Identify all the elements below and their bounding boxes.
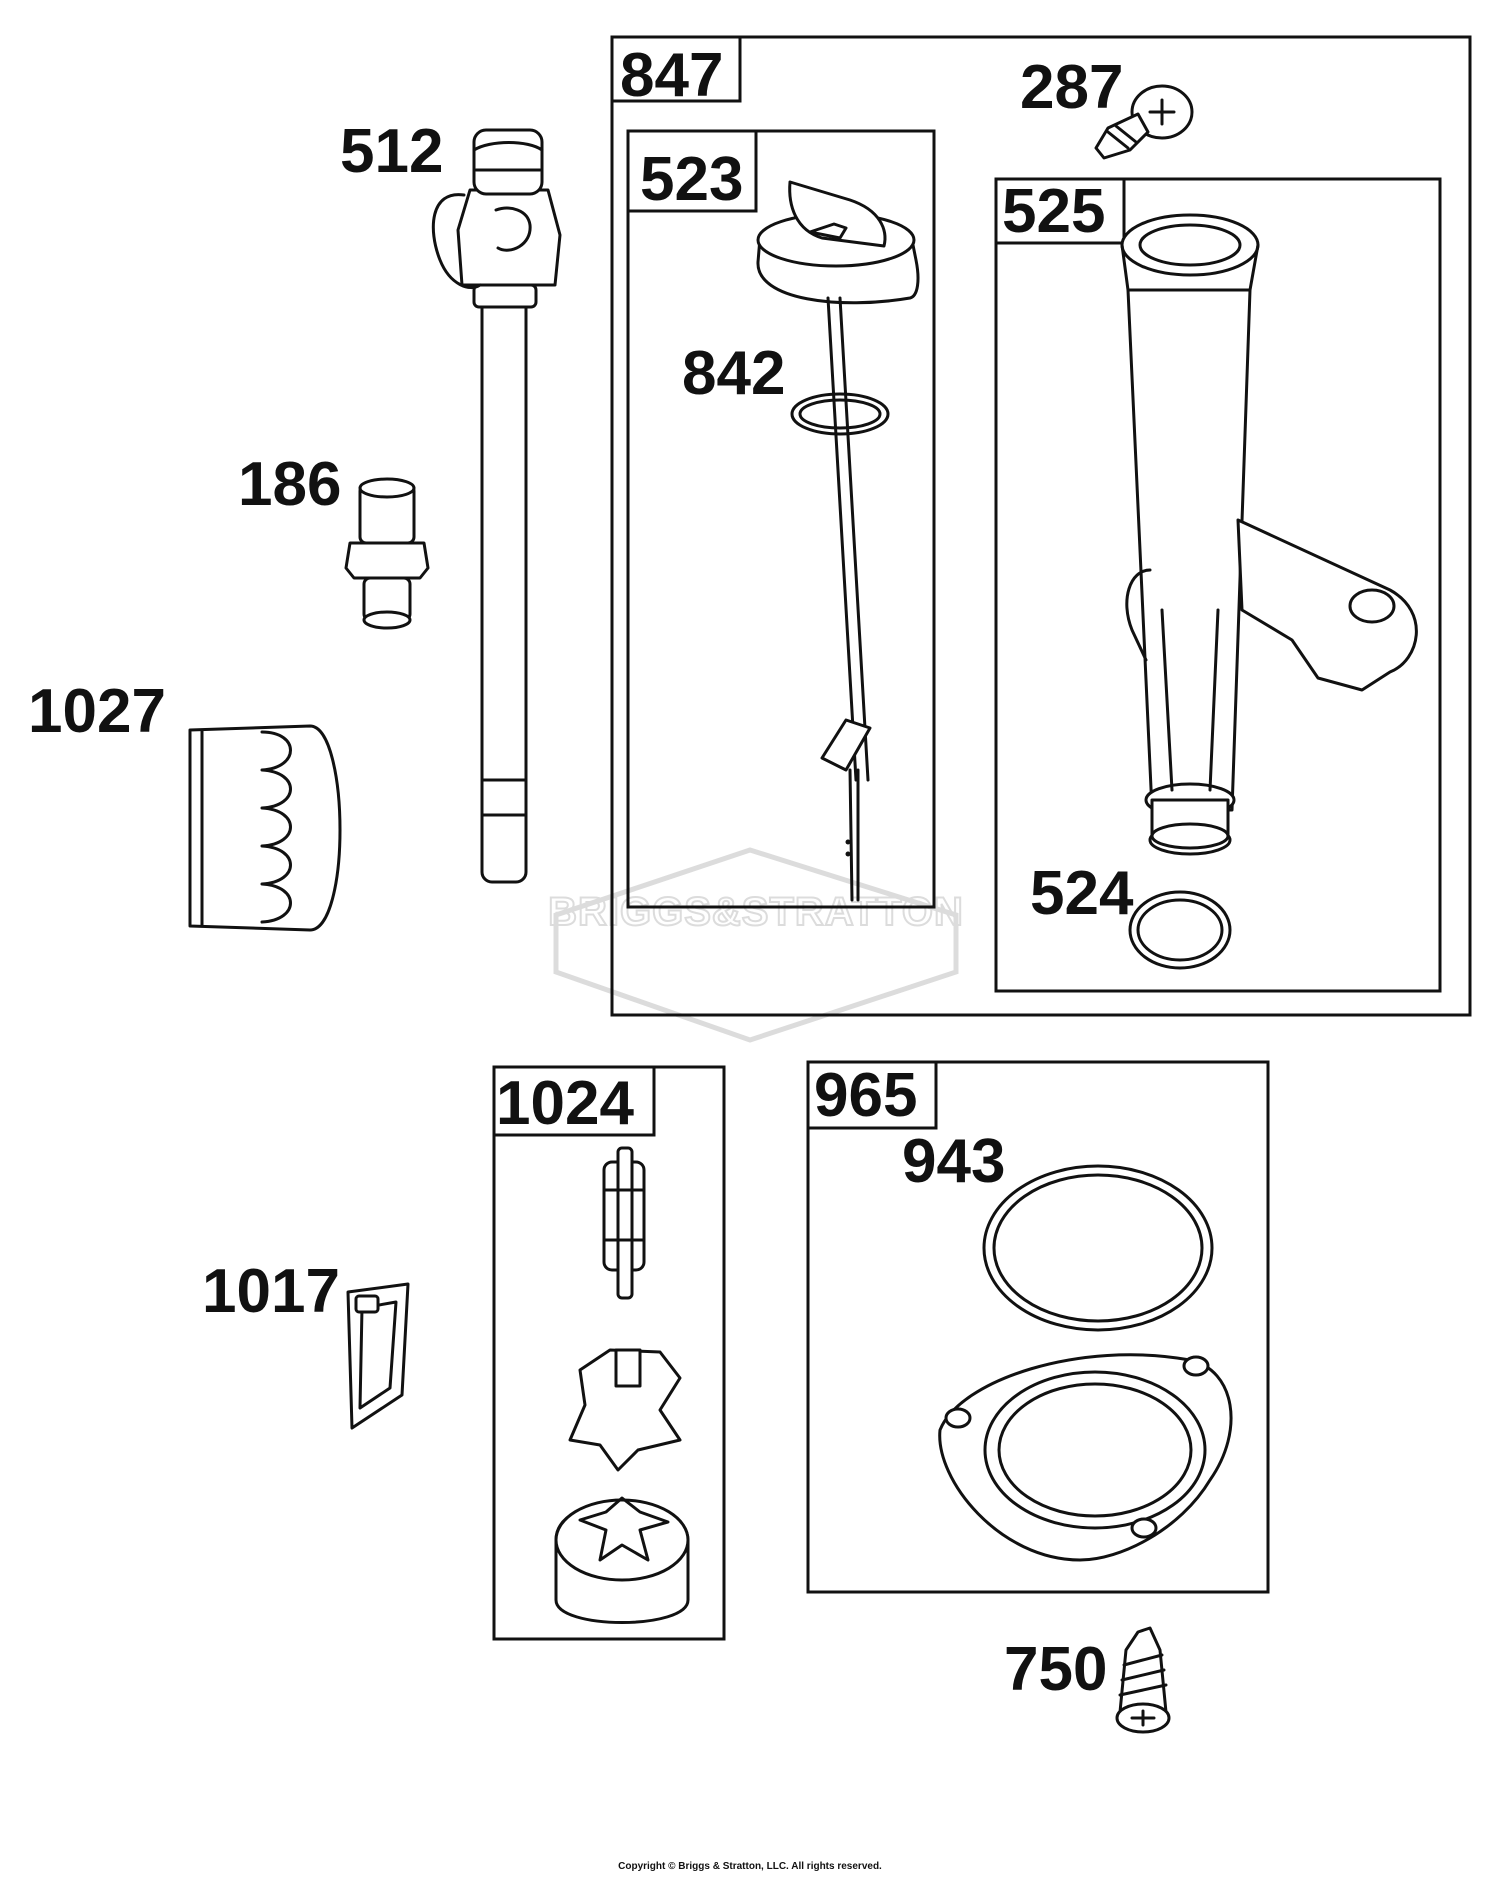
tag-box-1024 <box>492 1065 656 1137</box>
kit-box-523 <box>626 129 936 909</box>
label-965: 965 <box>814 1061 917 1130</box>
switch-1017-drawing <box>346 1282 410 1430</box>
label-523: 523 <box>640 145 743 214</box>
label-943: 943 <box>902 1127 1005 1196</box>
watermark-text: BRIGGS&STRATTON <box>548 890 964 934</box>
dipstick-523-drawing <box>756 180 920 902</box>
fitting-186-drawing <box>344 477 430 630</box>
copyright-notice: Copyright © Briggs & Stratton, LLC. All … <box>618 1861 882 1872</box>
label-847: 847 <box>620 41 723 110</box>
filter-adapter-965-drawing <box>938 1353 1233 1562</box>
tag-box-847 <box>610 35 742 103</box>
briggs-stratton-watermark: BRIGGS&STRATTON <box>547 847 964 1043</box>
label-524: 524 <box>1030 859 1134 928</box>
label-512: 512 <box>340 117 443 186</box>
screw-287-drawing <box>1094 84 1194 160</box>
label-1027: 1027 <box>28 677 166 746</box>
tag-box-525 <box>994 177 1126 245</box>
o-ring-524-drawing <box>1128 890 1232 970</box>
label-1017: 1017 <box>202 1257 340 1326</box>
label-525: 525 <box>1002 177 1105 246</box>
label-842: 842 <box>682 339 785 408</box>
screw-750-drawing <box>1115 1626 1171 1734</box>
tag-box-523 <box>626 129 758 213</box>
dipstick-tube-512-drawing <box>431 128 562 884</box>
label-287: 287 <box>1020 53 1123 122</box>
tag-box-965 <box>806 1060 938 1130</box>
label-750: 750 <box>1004 1635 1107 1704</box>
gasket-943-drawing <box>982 1164 1214 1332</box>
label-1024: 1024 <box>496 1069 634 1138</box>
label-186: 186 <box>238 450 341 519</box>
dipstick-tube-525-drawing <box>1120 213 1418 856</box>
oil-pump-1024-drawing <box>554 1146 690 1624</box>
kit-box-847 <box>610 35 1472 1017</box>
oil-filter-1027-drawing <box>188 724 342 932</box>
kit-box-525 <box>994 177 1442 993</box>
kit-box-965 <box>806 1060 1270 1594</box>
